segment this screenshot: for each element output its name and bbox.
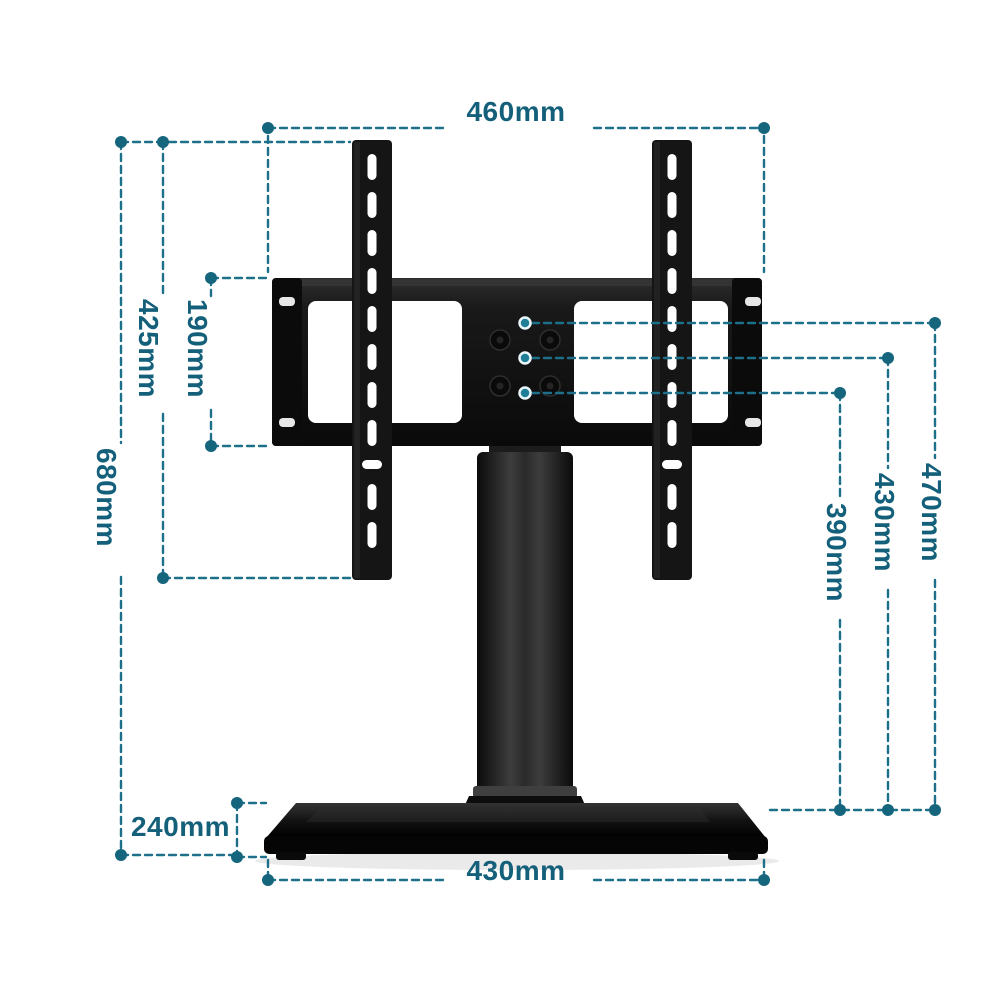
stand-column (460, 446, 590, 816)
plate-reference-dots (518, 316, 532, 400)
vesa-rail-right (652, 140, 692, 580)
dim-label-base-width: 430mm (466, 855, 566, 886)
dim-label-overall-height: 680mm (91, 448, 122, 548)
dim-label-plate-height: 190mm (182, 299, 213, 399)
dim-label-bracket-height: 425mm (133, 299, 164, 399)
dim-label-column-height-low: 390mm (821, 503, 852, 603)
dim-label-top-width: 460mm (466, 96, 566, 127)
dim-label-column-height-top: 470mm (916, 463, 947, 563)
dimension-endpoint-dots (115, 122, 941, 886)
dim-label-base-depth: 240mm (130, 811, 230, 842)
vesa-rail-left (352, 140, 392, 580)
stand-base (264, 803, 768, 860)
floor-shadow (255, 852, 779, 870)
dim-label-column-height-mid: 430mm (869, 473, 900, 573)
mount-screws (489, 329, 561, 397)
dimension-lines (119, 126, 937, 882)
tv-stand-illustration (255, 140, 779, 870)
